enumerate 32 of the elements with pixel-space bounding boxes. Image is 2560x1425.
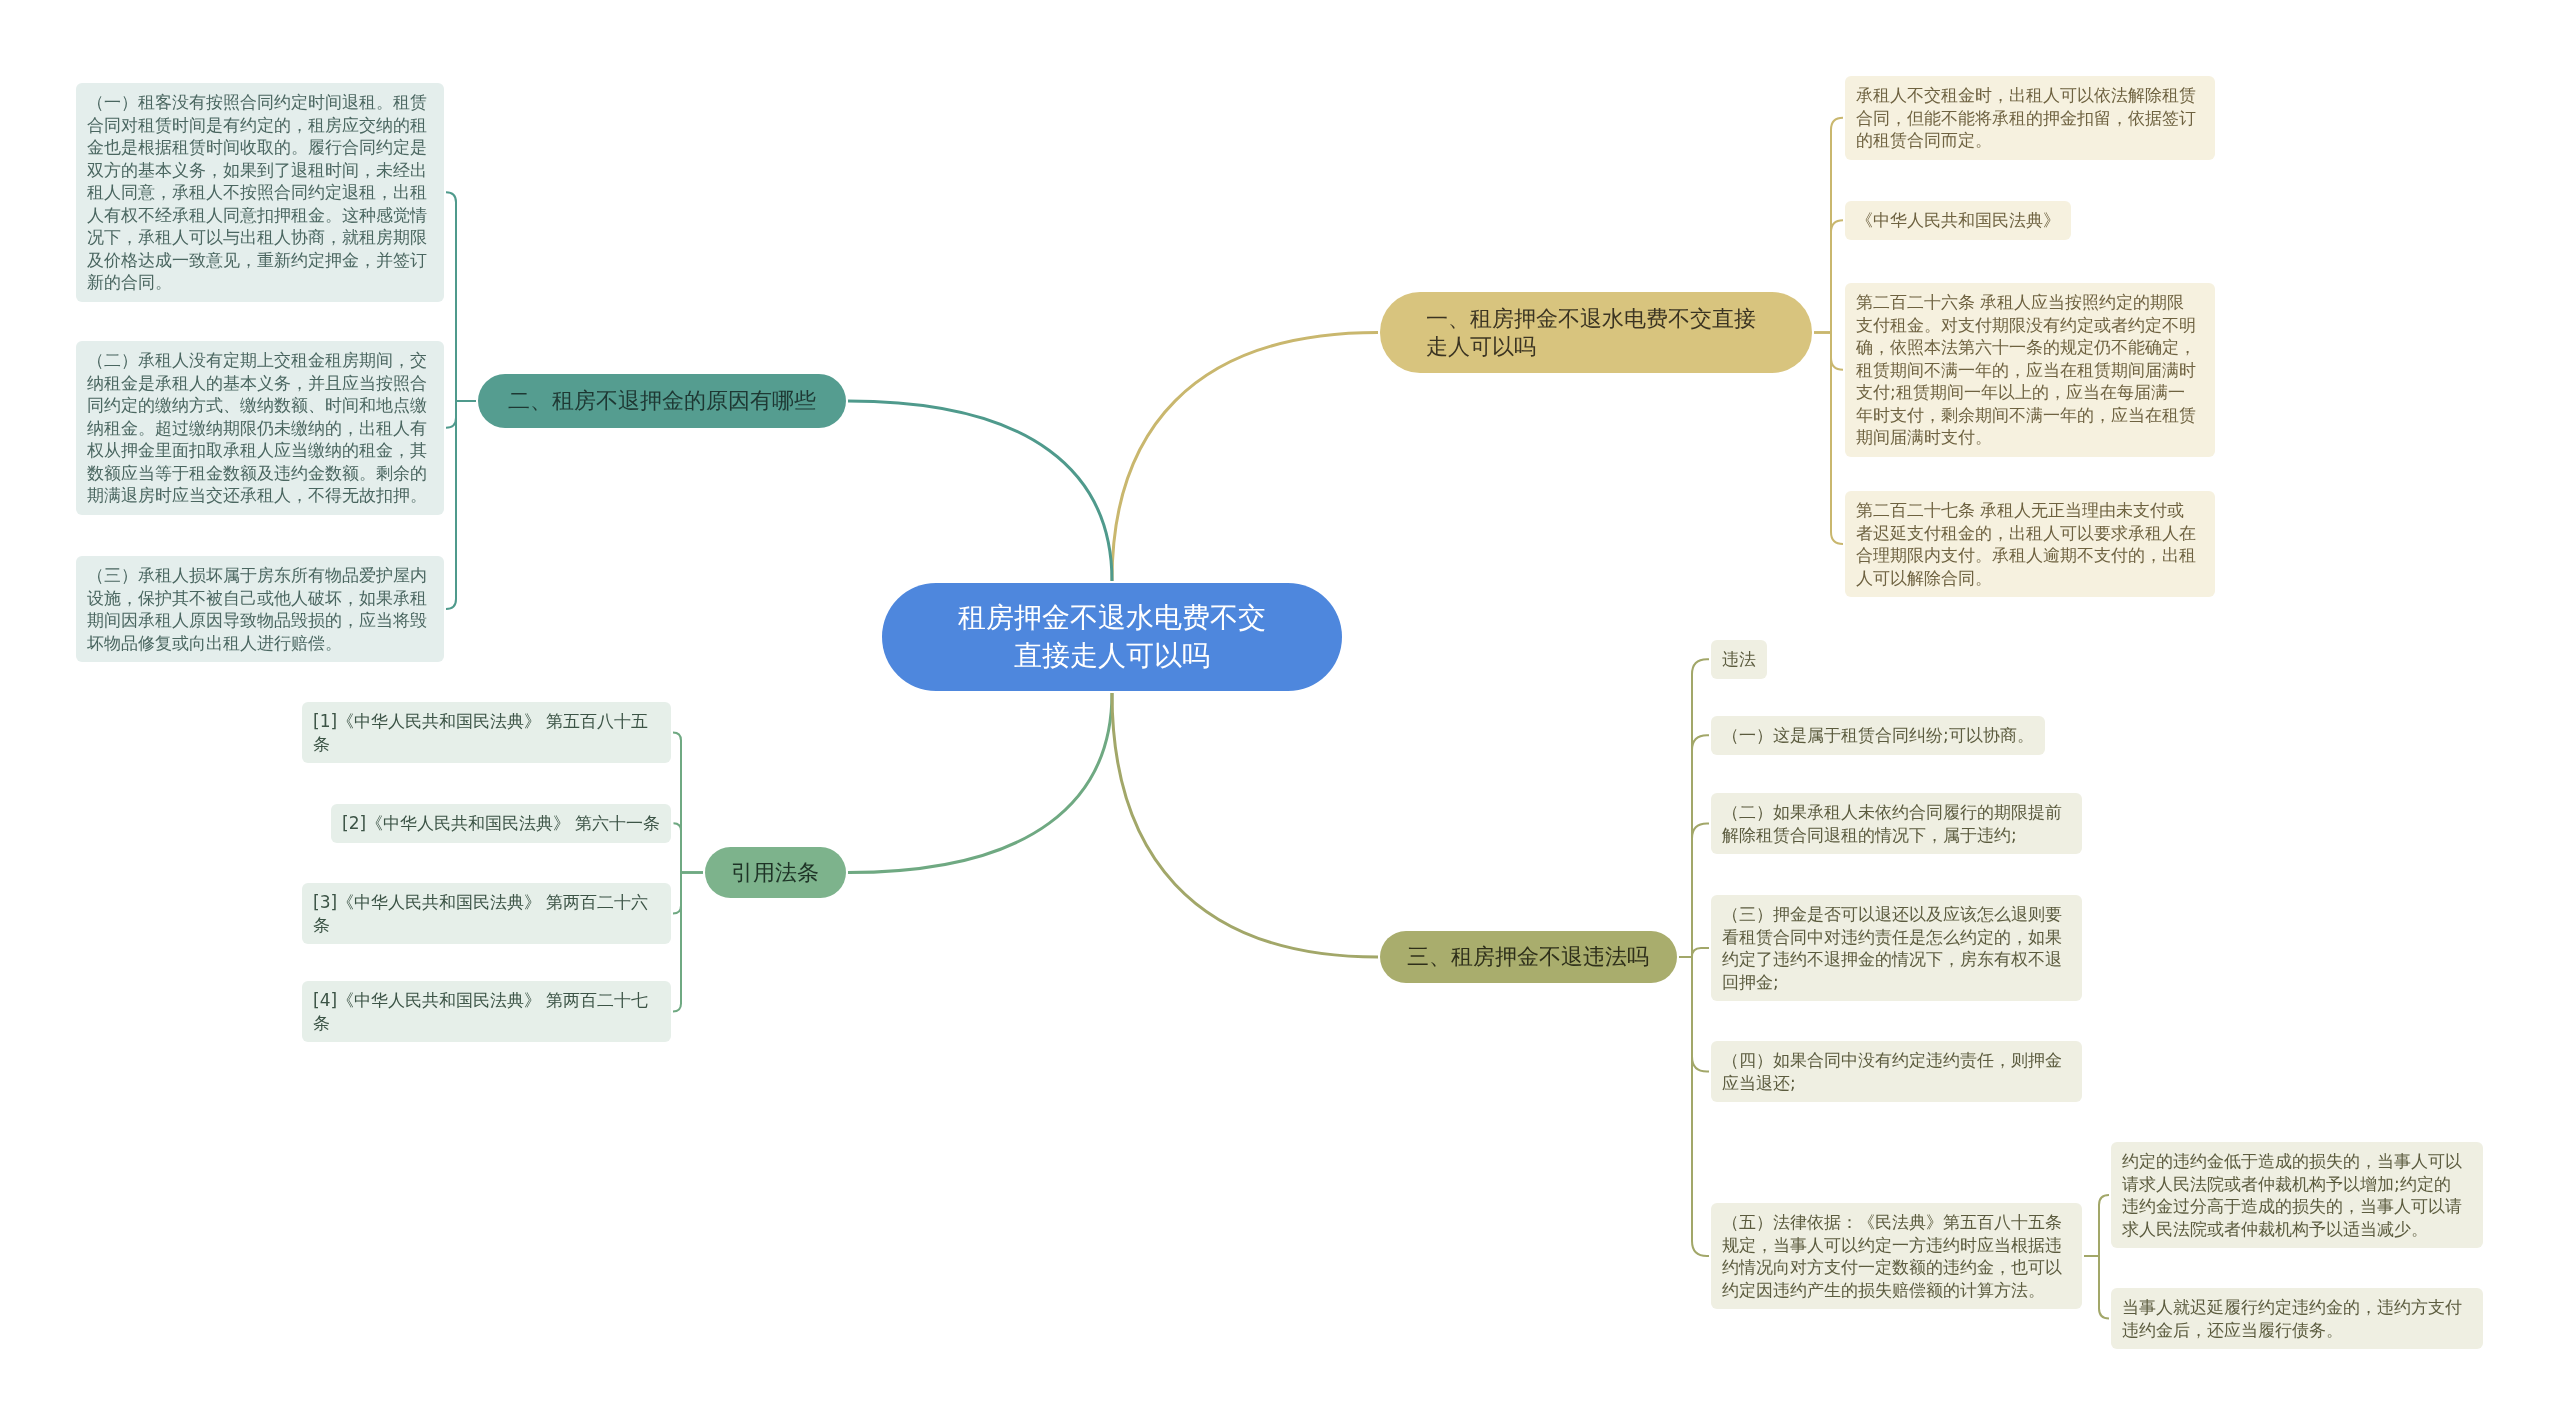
central-topic: 租房押金不退水电费不交直接走人可以吗 [882,583,1342,691]
note-box: 当事人就迟延履行约定违约金的，违约方支付违约金后，还应当履行债务。 [2111,1288,2483,1349]
note-box: [1]《中华人民共和国民法典》 第五百八十五条 [302,702,671,763]
connector-line [1110,692,1379,959]
connector-line [672,871,704,1013]
note-box: 第二百二十六条 承租人应当按照约定的期限支付租金。对支付期限没有约定或者约定不明确，依照本法第六十一条的规定仍不能确定，租赁期间不满一年的，应当在租赁期间届满时支付;租赁期间一年以上的，应当在每届满一年时支付，剩余期间不满一年的，应当在租赁期间届满时支付。 [1845,283,2215,457]
note-box: （四）如果合同中没有约定违约责任，则押金应当退还; [1711,1041,2082,1102]
note-box: [3]《中华人民共和国民法典》 第两百二十六条 [302,883,671,944]
connector-line [847,692,1114,874]
connector-line [1813,331,1844,545]
connector-line [1678,956,1710,1257]
connector-line [847,399,1114,582]
note-box: 约定的违约金低于造成的损失的，当事人可以请求人民法院或者仲裁机构予以增加;约定的违约金过分高于造成的损失的，当事人可以请求人民法院或者仲裁机构予以适当减少。 [2111,1142,2483,1248]
connector-line [2083,1255,2110,1320]
note-box: （三）押金是否可以退还以及应该怎么退则要看租赁合同中对违约责任是怎么约定的，如果约定了违约不退押金的情况下，房东有权不退回押金; [1711,895,2082,1001]
branch-topic: 三、租房押金不退违法吗 [1380,931,1677,983]
note-box: 违法 [1711,640,1767,679]
branch-topic: 引用法条 [705,847,846,898]
branch-topic: 二、租房不退押金的原因有哪些 [478,374,846,428]
branch-topic: 一、租房押金不退水电费不交直接走人可以吗 [1380,292,1812,373]
connector-line [1110,331,1379,582]
note-box: （二）如果承租人未依约合同履行的期限提前解除租赁合同退租的情况下，属于违约; [1711,793,2082,854]
note-box: （五）法律依据：《民法典》第五百八十五条规定，当事人可以约定一方违约时应当根据违约情况向对方支付一定数额的违约金，也可以约定因违约产生的损失赔偿额的计算方法。 [1711,1203,2082,1309]
note-box: （一）租客没有按照合同约定时间退租。租赁合同对租赁时间是有约定的，租房应交纳的租金也是根据租赁时间收取的。履行合同约定是双方的基本义务，如果到了退租时间，未经出租人同意，承租人不按照合同约定退租，出租人有权不经承租人同意扣押租金。这种感觉情况下，承租人可以与出租人协商，就租房期限及价格达成一致意见，重新约定押金，并签订新的合同。 [76,83,444,302]
note-box: （三）承租人损坏属于房东所有物品爱护屋内设施，保护其不被自己或他人破坏，如果承租期间因承租人原因导致物品毁损的，应当将毁坏物品修复或向出租人进行赔偿。 [76,556,444,662]
note-box: （一）这是属于租赁合同纠纷;可以协商。 [1711,716,2045,755]
note-box: 承租人不交租金时，出租人可以依法解除租赁合同，但能不能将承租的押金扣留，依据签订的租赁合同而定。 [1845,76,2215,160]
note-box: 《中华人民共和国民法典》 [1845,201,2071,240]
note-box: [4]《中华人民共和国民法典》 第两百二十七条 [302,981,671,1042]
note-box: [2]《中华人民共和国民法典》 第六十一条 [331,804,672,843]
note-box: 第二百二十七条 承租人无正当理由未支付或者迟延支付租金的，出租人可以要求承租人在合理期限内支付。承租人逾期不支付的，出租人可以解除合同。 [1845,491,2215,597]
note-box: （二）承租人没有定期上交租金租房期间，交纳租金是承租人的基本义务，并且应当按照合同约定的缴纳方式、缴纳数额、时间和地点缴纳租金。超过缴纳期限仍未缴纳的，出租人有权从押金里面扣取承租人应当缴纳的租金，其数额应当等于租金数额及违约金数额。剩余的期满退房时应当交还承租人，不得无故扣押。 [76,341,444,515]
